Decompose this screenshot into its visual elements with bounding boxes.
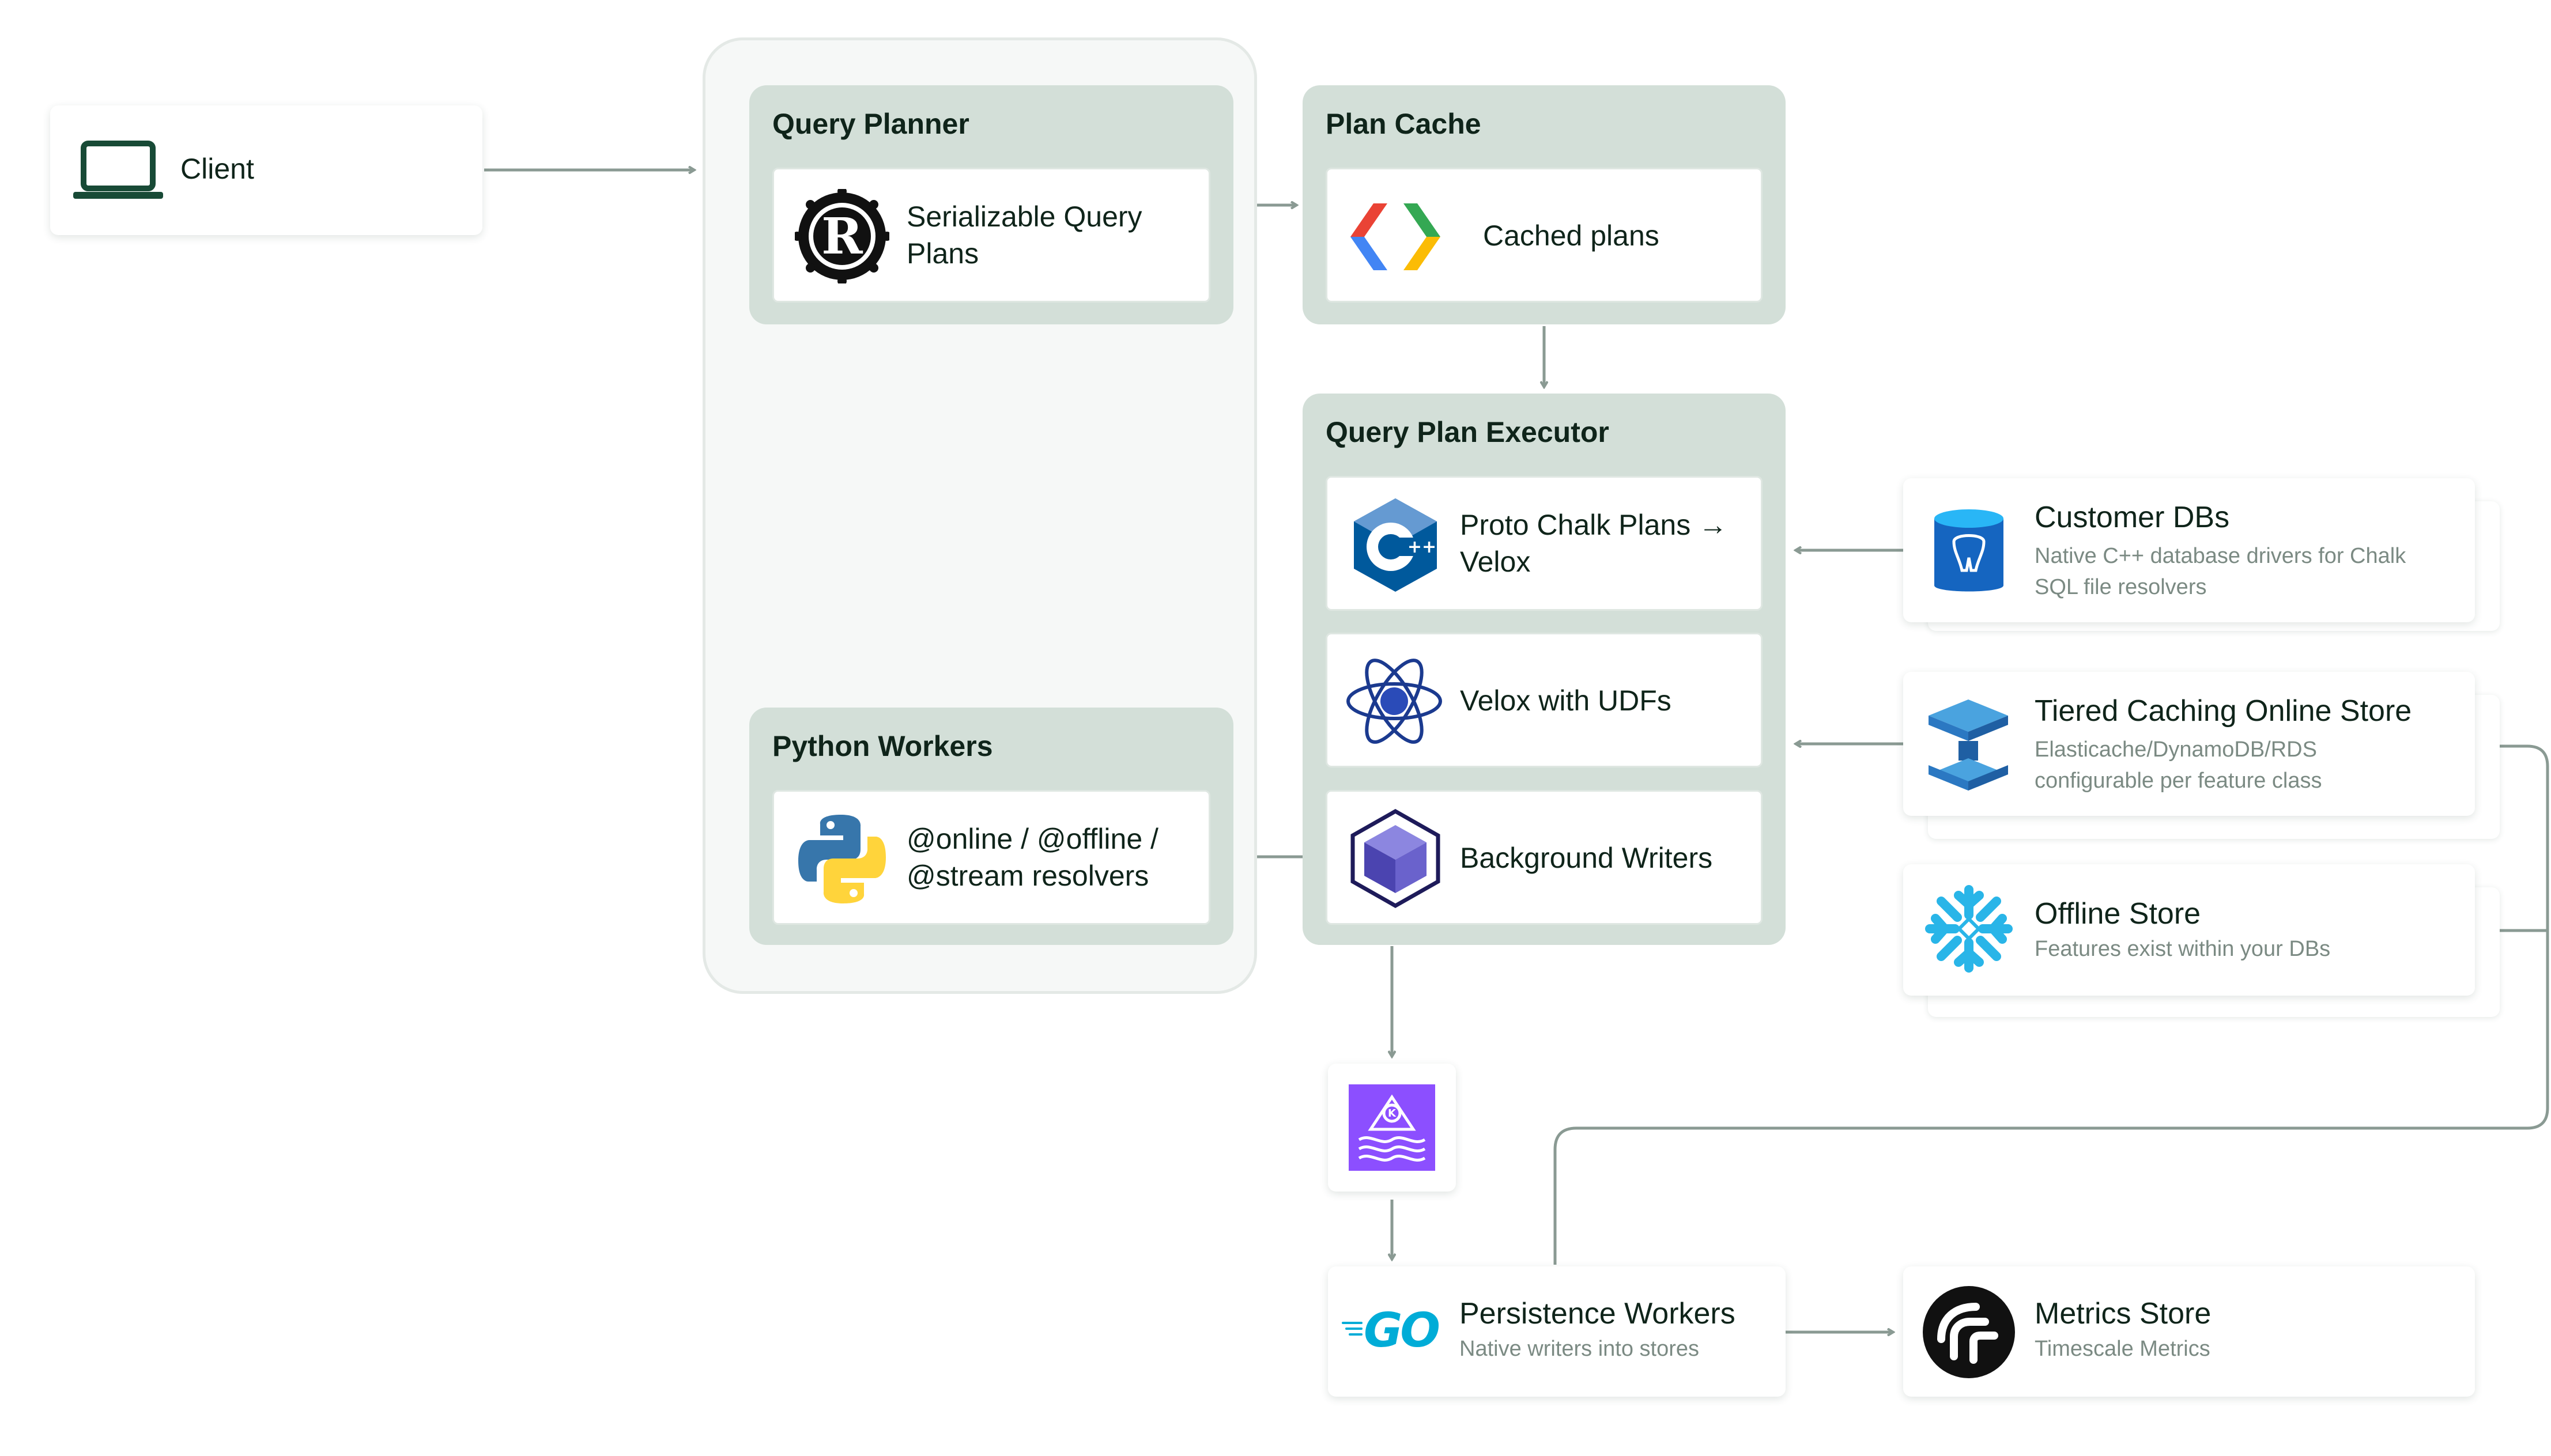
- resolvers-text: @online / @offline / @stream resolvers: [907, 823, 1158, 892]
- offline-store-card[interactable]: Offline Store Features exist within your…: [1903, 864, 2475, 996]
- persistence-workers-subtitle: Native writers into stores: [1459, 1337, 1700, 1361]
- query-planner-title: Query Planner: [772, 108, 969, 140]
- tiered-caching-subtitle: Elasticache/DynamoDB/RDS configurable pe…: [2035, 738, 2322, 793]
- svg-text:R: R: [821, 207, 863, 266]
- laptop-icon: [73, 141, 163, 199]
- go-logo-text: GO: [1364, 1303, 1440, 1358]
- atom-icon: [1346, 659, 1442, 744]
- tiered-caching-title: Tiered Caching Online Store: [2035, 694, 2412, 728]
- kinesis-icon: K: [1349, 1084, 1435, 1171]
- executor-title: Query Plan Executor: [1326, 416, 1609, 448]
- offline-store-title: Offline Store: [2035, 897, 2201, 931]
- customer-dbs-card[interactable]: Customer DBs Native C++ database drivers…: [1903, 478, 2475, 622]
- executor-group: Query Plan Executor ++ Proto Chalk Plans…: [1303, 394, 1786, 945]
- cpp-icon: ++: [1354, 498, 1437, 592]
- tiered-caching-card[interactable]: Tiered Caching Online Store Elasticache/…: [1903, 672, 2475, 816]
- timescale-icon: [1923, 1286, 2015, 1378]
- persistence-workers-card[interactable]: GO Persistence Workers Native writers in…: [1328, 1266, 1786, 1397]
- persistence-workers-title: Persistence Workers: [1459, 1297, 1735, 1330]
- proto-chalk-card[interactable]: ++ Proto Chalk Plans → Velox: [1326, 476, 1763, 611]
- python-workers-group: Python Workers @online / @offline / @str…: [749, 708, 1233, 945]
- velox-udf-card[interactable]: Velox with UDFs: [1326, 633, 1763, 767]
- serializable-plans-text: Serializable Query Plans: [907, 201, 1142, 270]
- cloud-cdn-icon: [1350, 203, 1440, 270]
- plan-cache-title: Plan Cache: [1326, 108, 1481, 140]
- client-node[interactable]: Client: [50, 105, 482, 235]
- kinesis-node[interactable]: K: [1328, 1064, 1456, 1192]
- hexagon-cube-icon: [1350, 809, 1440, 908]
- background-writers-text: Background Writers: [1460, 842, 1713, 874]
- offline-store-subtitle: Features exist within your DBs: [2035, 937, 2331, 961]
- rds-database-icon: [1934, 509, 2003, 592]
- tiered-cache-icon: [1929, 699, 2008, 791]
- velox-udf-text: Velox with UDFs: [1460, 684, 1671, 717]
- customer-dbs-title: Customer DBs: [2035, 501, 2230, 534]
- python-icon: [798, 815, 886, 903]
- rust-icon: R: [795, 189, 889, 283]
- background-writers-card[interactable]: Background Writers: [1326, 790, 1763, 925]
- serializable-plans-card[interactable]: R Serializable Query Plans: [772, 168, 1210, 302]
- go-logo-icon: GO: [1341, 1301, 1444, 1359]
- metrics-store-subtitle: Timescale Metrics: [2035, 1337, 2210, 1361]
- svg-text:++: ++: [1407, 537, 1436, 557]
- resolvers-card[interactable]: @online / @offline / @stream resolvers: [772, 790, 1210, 925]
- plan-cache-group: Plan Cache Cached plans: [1303, 85, 1786, 324]
- query-planner-group: Query Planner R Serializable Query Plans: [749, 85, 1233, 324]
- client-label: Client: [180, 153, 254, 185]
- customer-dbs-subtitle: Native C++ database drivers for Chalk SQ…: [2035, 544, 2406, 599]
- svg-text:K: K: [1388, 1107, 1397, 1120]
- python-workers-title: Python Workers: [772, 730, 993, 762]
- arrow-persistence-to-stores: [1553, 746, 2549, 1265]
- cached-plans-card[interactable]: Cached plans: [1326, 168, 1763, 302]
- metrics-store-card[interactable]: Metrics Store Timescale Metrics: [1903, 1266, 2475, 1397]
- metrics-store-title: Metrics Store: [2035, 1297, 2212, 1330]
- snowflake-icon: [1925, 885, 2013, 973]
- cached-plans-text: Cached plans: [1483, 220, 1659, 252]
- proto-chalk-text: Proto Chalk Plans → Velox: [1460, 509, 1728, 578]
